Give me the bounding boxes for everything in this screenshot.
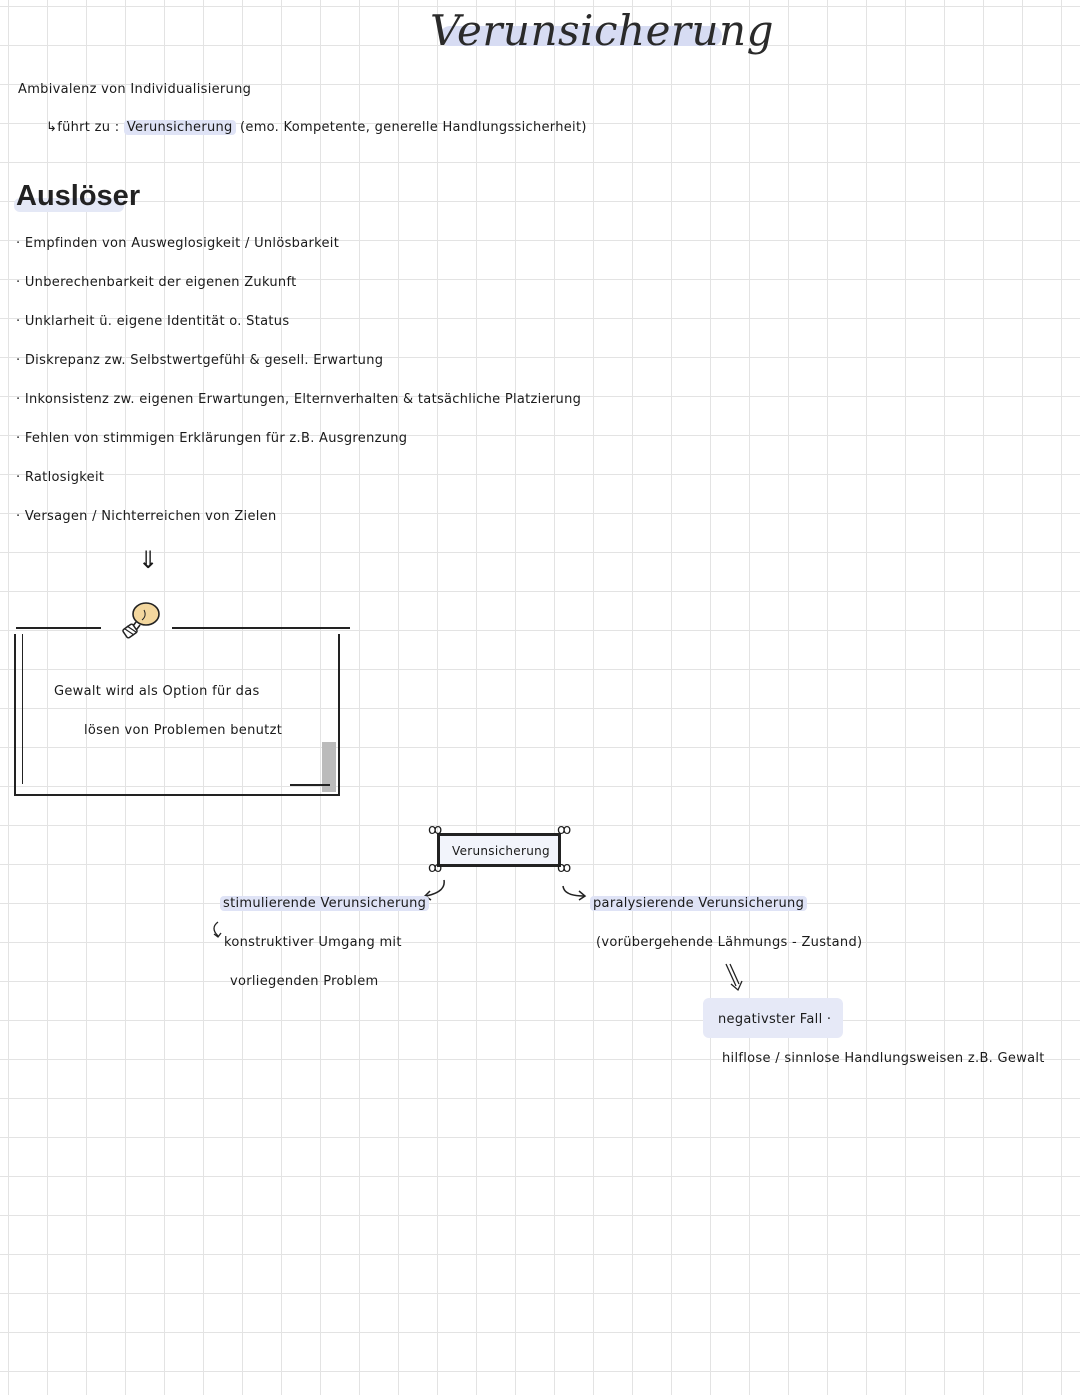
box-inner-line <box>22 634 323 784</box>
negative-case-label: negativster Fall · <box>718 1012 832 1027</box>
right-branch-title: paralysierende Verunsicherung <box>590 896 808 911</box>
intro-suffix: (emo. Kompetente, generelle Handlungssic… <box>235 120 587 135</box>
left-branch-title-text: stimulierende Verunsicherung <box>220 896 430 911</box>
right-branch-title-text: paralysierende Verunsicherung <box>590 896 808 911</box>
curved-arrow-icon <box>213 921 222 938</box>
corner-knot-icon: ꝏ <box>557 822 572 838</box>
trigger-item: · Inkonsistenz zw. eigenen Erwartungen, … <box>16 392 582 407</box>
trigger-item: · Unklarheit ü. eigene Identität o. Stat… <box>16 314 290 329</box>
down-arrow-icon: ⇓ <box>138 546 159 574</box>
corner-knot-icon: ꝏ <box>428 860 443 876</box>
title-highlight <box>440 26 722 46</box>
trigger-item: · Empfinden von Ausweglosigkeit / Unlösb… <box>16 236 340 251</box>
negative-case-highlight <box>703 998 843 1038</box>
intro-line-2: ↳führt zu : Verunsicherung (emo. Kompete… <box>46 120 587 135</box>
box-top-line-left <box>16 627 101 629</box>
arrow-down-icon <box>725 963 743 992</box>
trigger-item: · Fehlen von stimmigen Erklärungen für z… <box>16 431 408 446</box>
box-top-line-right <box>172 627 350 629</box>
trigger-item: · Ratlosigkeit <box>16 470 105 485</box>
section-heading: Auslöser <box>16 180 141 212</box>
left-branch-title: stimulierende Verunsicherung <box>220 896 430 911</box>
lightbulb-icon <box>122 602 160 639</box>
arrow-right-icon <box>562 885 587 901</box>
right-branch-subtitle: (vorübergehende Lähmungs - Zustand) <box>596 935 863 950</box>
box-shadow <box>322 742 336 792</box>
corner-knot-icon: ꝏ <box>428 822 443 838</box>
trigger-item: · Unberechenbarkeit der eigenen Zukunft <box>16 275 297 290</box>
corner-knot-icon: ꝏ <box>557 860 572 876</box>
intro-highlight: Verunsicherung <box>123 120 236 135</box>
heading-highlight <box>14 198 124 212</box>
center-node-label: Verunsicherung <box>452 844 550 858</box>
negative-case-text: hilflose / sinnlose Handlungsweisen z.B.… <box>722 1051 1045 1066</box>
intro-prefix: führt zu : <box>57 120 124 135</box>
left-branch-line-2: vorliegenden Problem <box>230 974 379 989</box>
conclusion-box <box>14 634 340 796</box>
trigger-item: · Diskrepanz zw. Selbstwertgefühl & gese… <box>16 353 384 368</box>
box-text-line-2: lösen von Problemen benutzt <box>84 723 283 738</box>
page-title: Verunsicherung <box>430 6 774 55</box>
intro-line-1: Ambivalenz von Individualisierung <box>18 82 252 97</box>
trigger-item: · Versagen / Nichterreichen von Zielen <box>16 509 277 524</box>
center-node <box>437 833 561 867</box>
box-bottom-line <box>290 784 330 786</box>
left-branch-line-1: konstruktiver Umgang mit <box>224 935 402 950</box>
intro-arrow: ↳ <box>46 120 58 135</box>
box-text-line-1: Gewalt wird als Option für das <box>54 684 260 699</box>
